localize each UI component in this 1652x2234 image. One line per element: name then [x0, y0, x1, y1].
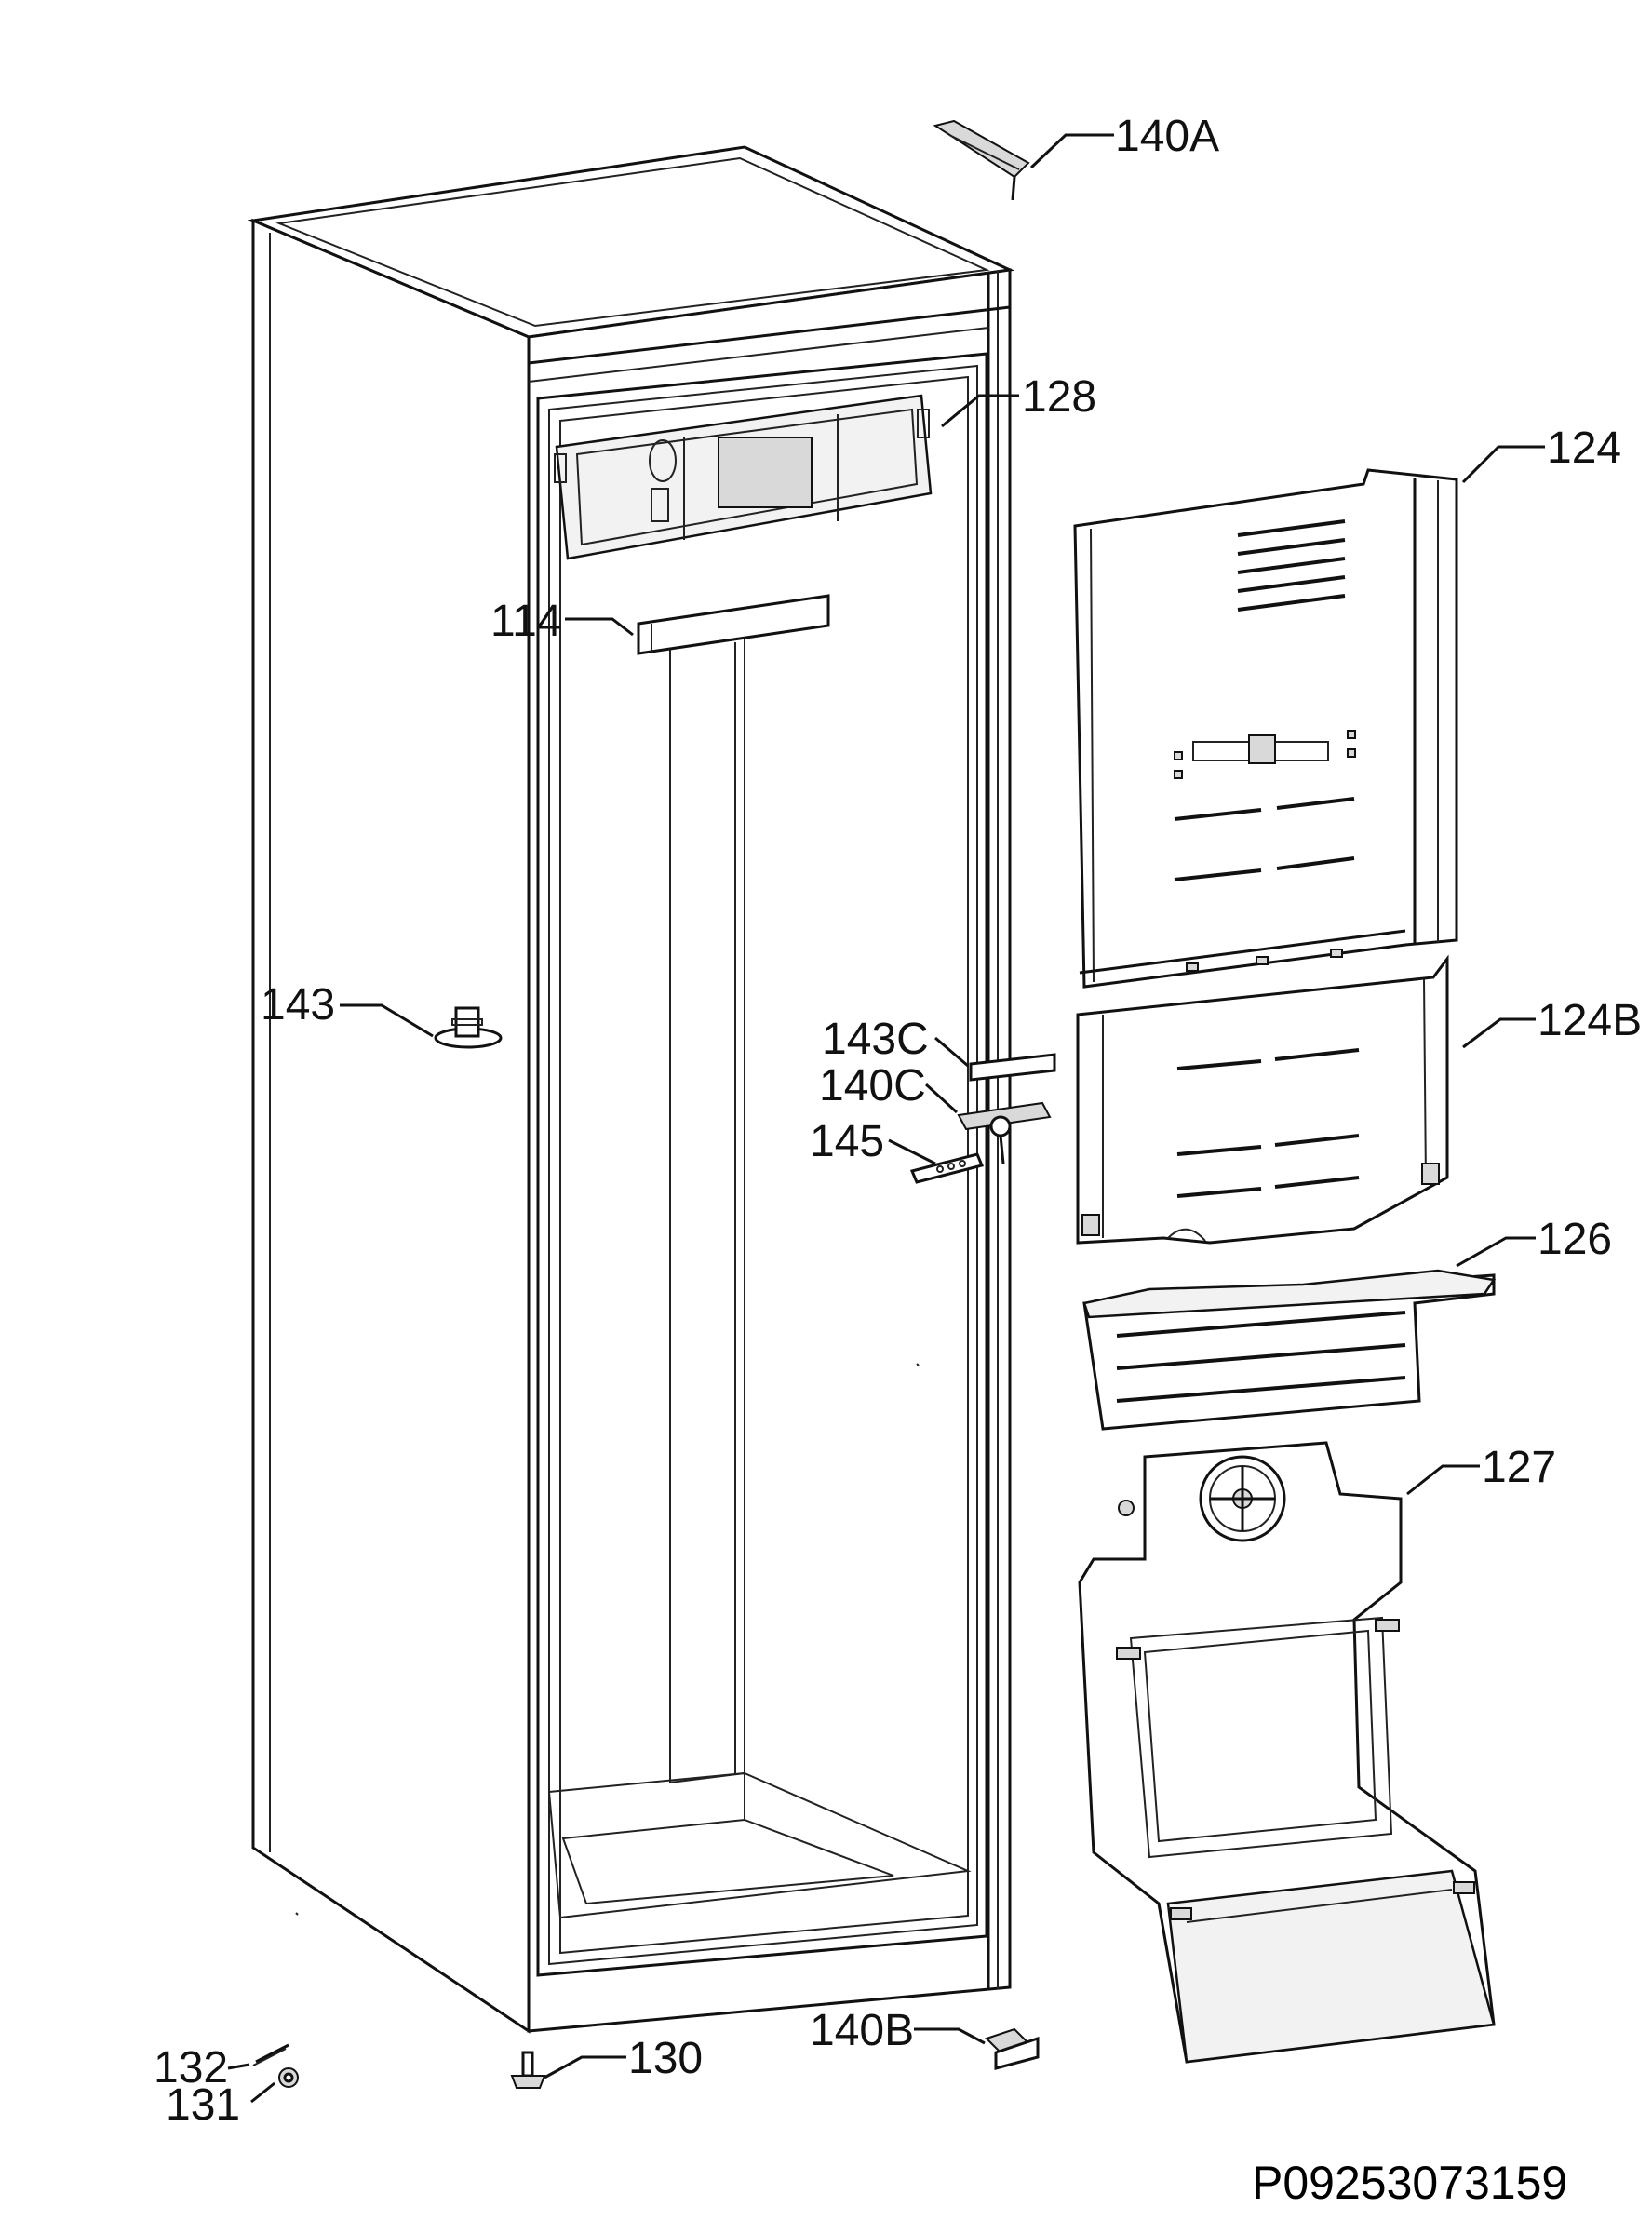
- leader-lines: [227, 133, 1545, 2104]
- part-126-drawer-tray: [1082, 1269, 1497, 1431]
- cabinet-body: [248, 145, 1185, 2034]
- callout-127: 127: [1482, 1443, 1556, 1492]
- part-124-upper-cover: [1073, 468, 1458, 989]
- part-140b-bottom-hinge: [985, 2027, 1040, 2070]
- part-140a-top-hinge: [933, 119, 1030, 201]
- part-143-clip: [434, 1006, 503, 1049]
- callout-114: 114: [490, 597, 562, 646]
- part-131-nut: [278, 2067, 299, 2088]
- callout-124: 124: [1547, 424, 1621, 473]
- callout-145: 145: [810, 1117, 884, 1166]
- part-132-screw: [252, 2043, 289, 2066]
- callout-143: 143: [261, 980, 335, 1030]
- callout-126: 126: [1538, 1215, 1612, 1264]
- callout-labels: 140A 128 124 114 143 143C 140C 145 124B …: [154, 112, 1642, 2130]
- callout-131: 131: [166, 2080, 240, 2130]
- part-145-hinge-pin: [909, 1152, 985, 1184]
- drawing-code: P09253073159: [1252, 2157, 1567, 2209]
- callout-140b: 140B: [810, 2006, 914, 2055]
- callout-140a: 140A: [1115, 112, 1219, 161]
- part-140c-hinge: [957, 1101, 1052, 1164]
- callout-124b: 124B: [1538, 996, 1642, 1045]
- callout-140c: 140C: [819, 1061, 926, 1110]
- part-128-fan-housing: [536, 394, 933, 560]
- part-124b-lower-cover: [1076, 954, 1449, 1245]
- callout-143c: 143C: [822, 1015, 929, 1064]
- callout-132: 132: [154, 2043, 228, 2093]
- part-127-large-bin: [1078, 1441, 1496, 2064]
- part-143c-cover: [969, 1053, 1056, 1082]
- callout-128: 128: [1022, 372, 1096, 422]
- part-114-light-cover: [637, 594, 830, 655]
- part-130-leveling-foot: [510, 2051, 546, 2089]
- callout-130: 130: [628, 2034, 703, 2083]
